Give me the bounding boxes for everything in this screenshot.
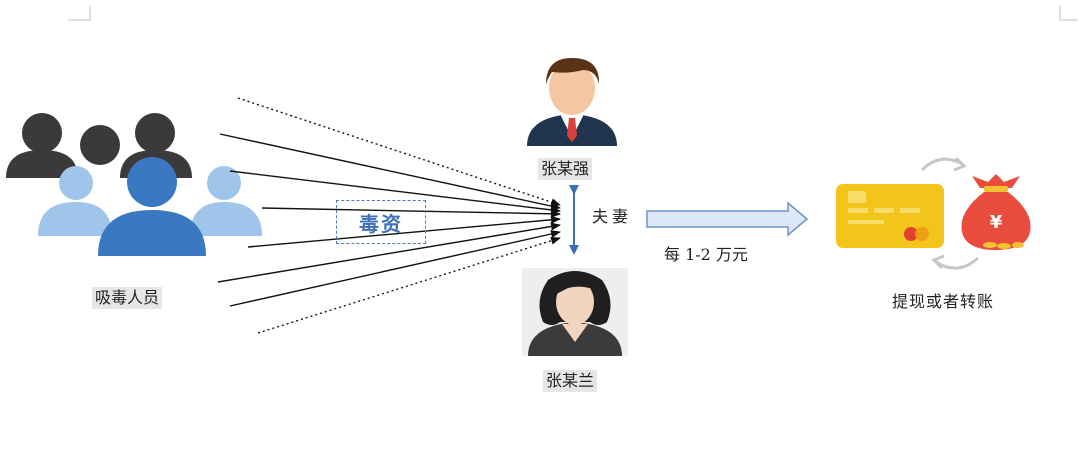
- drug-users-label: 吸毒人员: [92, 287, 163, 309]
- converging-arrows: [217, 97, 561, 334]
- transfer-arrow: [646, 201, 809, 237]
- wife-name-label: 张某兰: [543, 370, 598, 392]
- woman-avatar-icon: [522, 268, 628, 356]
- svg-text:¥: ¥: [990, 212, 1003, 233]
- money-bag-icon: ¥: [961, 174, 1031, 250]
- amount-label: 每 1-2 万元: [664, 245, 748, 264]
- husband-name-label: 张某强: [538, 158, 593, 180]
- circular-arrows-icon: [920, 156, 980, 270]
- bank-card-icon: [836, 184, 944, 248]
- people-group-icon: [6, 113, 262, 256]
- cash-transfer-label: 提现或者转账: [892, 292, 995, 311]
- drug-funds-box: 毒资: [336, 200, 426, 244]
- drug-funds-label: 毒资: [359, 211, 403, 236]
- relation-label: 夫妻: [592, 207, 633, 226]
- page-corner-marks: [68, 6, 1078, 21]
- man-avatar-icon: [527, 58, 617, 146]
